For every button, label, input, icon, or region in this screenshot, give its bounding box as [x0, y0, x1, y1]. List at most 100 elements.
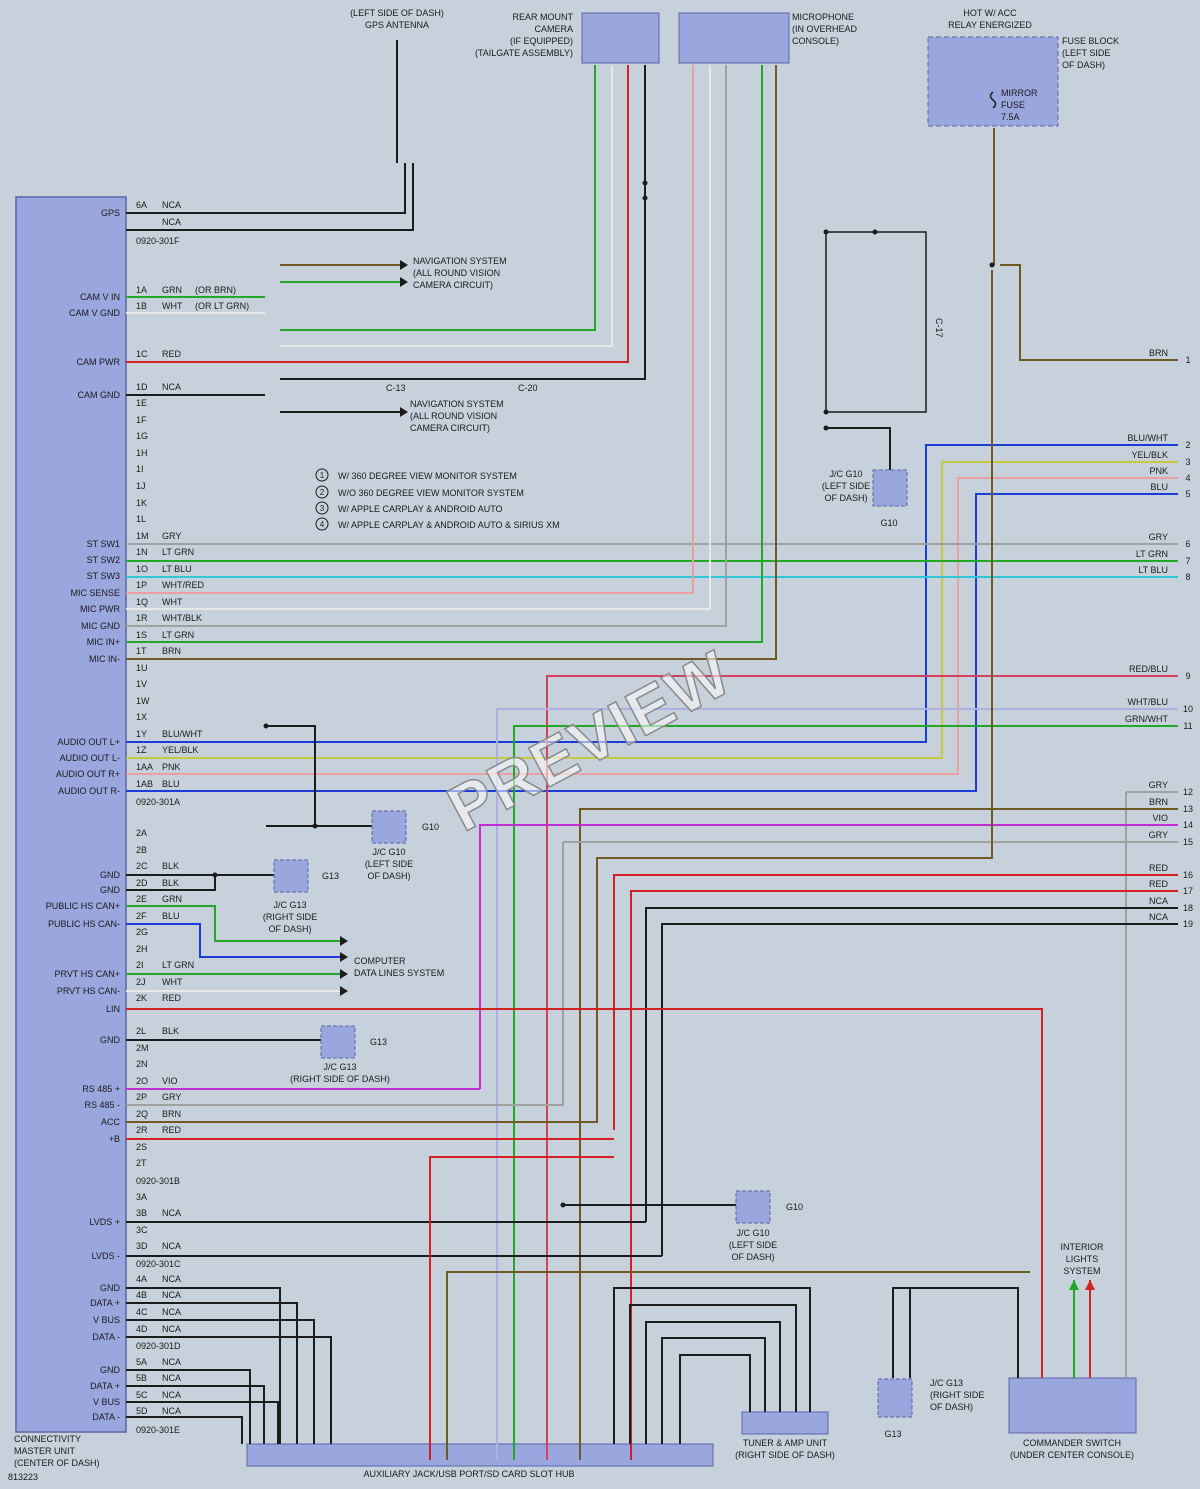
- nav-system-2-line-1: NAVIGATION SYSTEM: [410, 399, 504, 409]
- fuse-block-label-1: FUSE BLOCK: [1062, 36, 1119, 46]
- signal-label: GND: [100, 1035, 121, 1045]
- tuner-amp-box: [741, 1411, 829, 1435]
- connector-label: 0920-301B: [136, 1176, 180, 1186]
- nav-system-1-line-3: CAMERA CIRCUIT): [413, 280, 493, 290]
- signal-label: MIC IN-: [89, 654, 120, 664]
- pin-wire-color: NCA: [162, 382, 181, 392]
- pin-wire-color: BLK: [162, 878, 179, 888]
- signal-label: ST SW1: [87, 539, 120, 549]
- right-terminal-number: 17: [1183, 886, 1193, 896]
- pin-number: 2A: [136, 828, 147, 838]
- pin-number: 2G: [136, 927, 148, 937]
- fuse-label-3: 7.5A: [1001, 112, 1020, 122]
- right-terminal-number: 8: [1185, 572, 1190, 582]
- legend-num-3: 3: [320, 504, 325, 513]
- right-terminal-number: 3: [1185, 457, 1190, 467]
- pin-number: 1D: [136, 382, 148, 392]
- pin-wire-color: NCA: [162, 200, 181, 210]
- g10c-note-1: J/C G10: [736, 1228, 769, 1238]
- rear-camera-label-3: (IF EQUIPPED): [510, 36, 573, 46]
- signal-label: LVDS -: [92, 1251, 120, 1261]
- g13b-note-1: J/C G13: [323, 1062, 356, 1072]
- signal-label: DATA -: [92, 1332, 120, 1342]
- signal-label: PRVT HS CAN-: [57, 986, 120, 996]
- computer-data-line-1: COMPUTER: [354, 956, 406, 966]
- ground-junctions: [273, 469, 913, 1418]
- pin-wire-color: LT GRN: [162, 630, 194, 640]
- c20-label: C-20: [518, 383, 538, 393]
- aux-hub-label: AUXILIARY JACK/USB PORT/SD CARD SLOT HUB: [364, 1469, 575, 1479]
- right-terminal-wire: GRN/WHT: [1125, 714, 1168, 724]
- arrow-heads: [340, 260, 1095, 1290]
- pin-number: 1AB: [136, 779, 153, 789]
- right-terminal-wire: RED/BLU: [1129, 664, 1168, 674]
- right-terminal-number: 15: [1183, 837, 1193, 847]
- g13a-label: G13: [322, 871, 339, 881]
- legend-num-4: 4: [320, 520, 325, 529]
- pin-number: 1B: [136, 301, 147, 311]
- g13c-note-2: (RIGHT SIDE: [930, 1390, 984, 1400]
- right-terminal-wire: LT BLU: [1138, 565, 1168, 575]
- pin-wire-color: NCA: [162, 1357, 181, 1367]
- pin-number: 2E: [136, 894, 147, 904]
- microphone-label-2: (IN OVERHEAD: [792, 24, 858, 34]
- pin-number: 1O: [136, 564, 148, 574]
- pin-wire-color: WHT/BLK: [162, 613, 202, 623]
- pin-number: 2B: [136, 845, 147, 855]
- pin-number: 2O: [136, 1076, 148, 1086]
- signal-label: GPS: [101, 208, 120, 218]
- pin-wire-color: BLK: [162, 861, 179, 871]
- pin-number: 1I: [136, 464, 144, 474]
- right-terminal-number: 11: [1183, 721, 1192, 731]
- pin-wire-color: BLU: [162, 911, 180, 921]
- g10b-label: G10: [422, 822, 439, 832]
- signal-label: V BUS: [93, 1397, 120, 1407]
- pin-wire-color: NCA: [162, 1208, 181, 1218]
- pin-wire-color: PNK: [162, 762, 181, 772]
- fuse-label-2: FUSE: [1001, 100, 1025, 110]
- pin-wire-color: NCA: [162, 1241, 181, 1251]
- microphone-box: [678, 12, 790, 64]
- signal-label: PUBLIC HS CAN+: [46, 901, 120, 911]
- pin-number: 2S: [136, 1142, 147, 1152]
- pin-number: 5D: [136, 1406, 148, 1416]
- pin-number: 1T: [136, 646, 147, 656]
- pin-number: 1Q: [136, 597, 148, 607]
- legend-text-1: W/ 360 DEGREE VIEW MONITOR SYSTEM: [338, 471, 517, 481]
- pin-number: 1K: [136, 498, 147, 508]
- connector-label: 0920-301D: [136, 1341, 181, 1351]
- nav-system-2-line-3: CAMERA CIRCUIT): [410, 423, 490, 433]
- signal-label: DATA +: [90, 1298, 120, 1308]
- fuse-label-1: MIRROR: [1001, 88, 1038, 98]
- signal-label: GND: [100, 870, 121, 880]
- pin-wire-color: GRN: [162, 285, 182, 295]
- pin-number: 2H: [136, 944, 148, 954]
- c13-label: C-13: [386, 383, 406, 393]
- interior-lights-2: LIGHTS: [1066, 1254, 1099, 1264]
- interior-lights-3: SYSTEM: [1063, 1266, 1100, 1276]
- connector-label: 0920-301E: [136, 1425, 180, 1435]
- pin-number: 1Y: [136, 729, 147, 739]
- connector-label: 0920-301A: [136, 797, 180, 807]
- right-terminal-number: 19: [1183, 919, 1193, 929]
- pin-number: 3A: [136, 1192, 147, 1202]
- pin-number: 2C: [136, 861, 148, 871]
- pin-wire-color: RED: [162, 993, 182, 1003]
- pin-wire-color: LT GRN: [162, 547, 194, 557]
- right-terminal-number: 14: [1183, 820, 1193, 830]
- master-unit-title-1: CONNECTIVITY: [14, 1434, 81, 1444]
- pin-number: 1C: [136, 349, 148, 359]
- g10a-note-2: (LEFT SIDE: [822, 481, 870, 491]
- connector-label: 0920-301F: [136, 236, 180, 246]
- rear-camera-label-2: CAMERA: [534, 24, 573, 34]
- right-terminal-number: 9: [1185, 671, 1190, 681]
- signal-label: RS 485 +: [82, 1084, 120, 1094]
- right-terminal-number: 6: [1185, 539, 1190, 549]
- signal-label: +B: [109, 1134, 120, 1144]
- pin-wire-color: NCA: [162, 1307, 181, 1317]
- g13c-label: G13: [884, 1429, 901, 1439]
- legend: 1 W/ 360 DEGREE VIEW MONITOR SYSTEM 2 W/…: [315, 468, 560, 531]
- pin-number: 4D: [136, 1324, 148, 1334]
- signal-label: LVDS +: [89, 1217, 120, 1227]
